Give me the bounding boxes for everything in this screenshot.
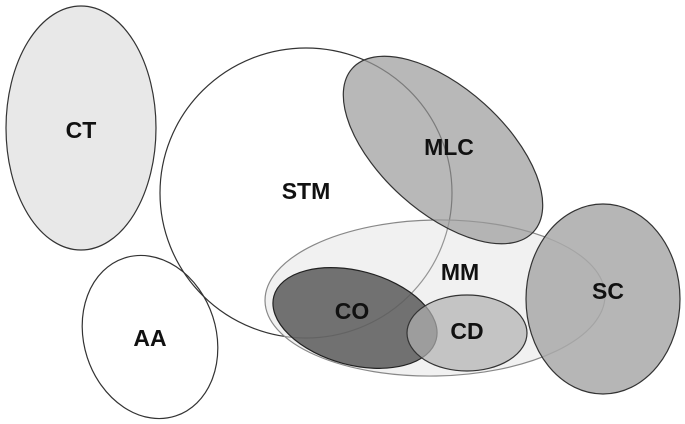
ellipse-mlc — [342, 55, 544, 245]
ellipse-aa — [81, 254, 219, 420]
label-aa: AA — [133, 325, 166, 351]
ellipse-sc — [525, 203, 681, 395]
label-stm: STM — [282, 178, 331, 204]
label-sc: SC — [592, 278, 624, 304]
ellipse-ct — [5, 5, 157, 251]
label-ct: CT — [66, 117, 97, 143]
label-mm: MM — [441, 259, 479, 285]
label-co: CO — [335, 298, 370, 324]
label-mlc: MLC — [424, 134, 474, 160]
label-cd: CD — [450, 318, 483, 344]
ellipse-cd — [406, 294, 528, 372]
